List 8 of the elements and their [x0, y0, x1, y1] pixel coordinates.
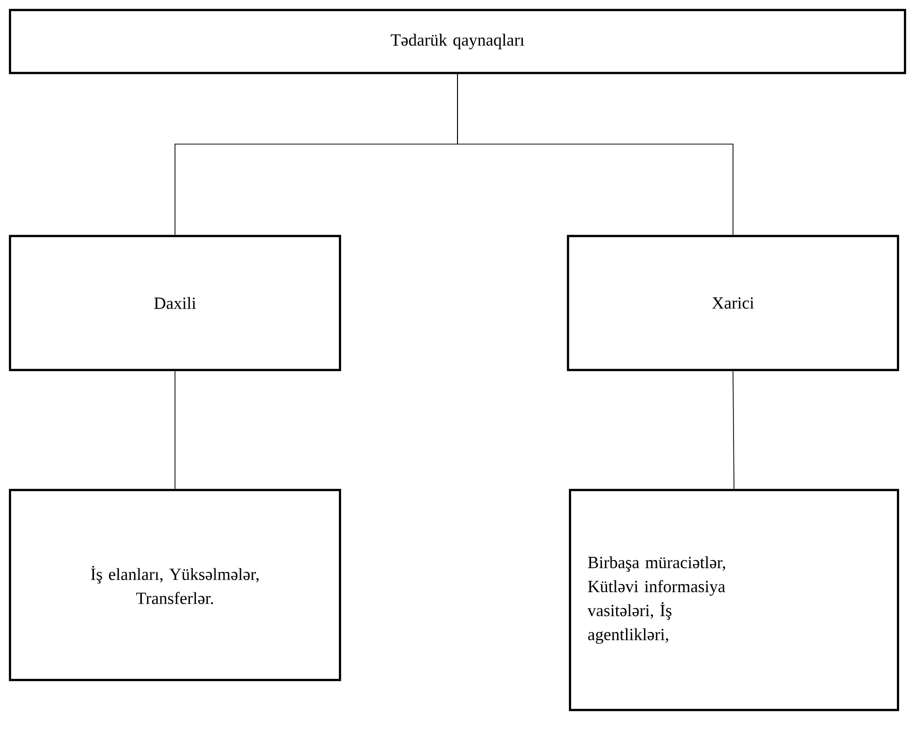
- root-box: Tədarük qaynaqları: [8, 8, 906, 74]
- connector-line: [174, 370, 176, 490]
- connector-line: [732, 370, 734, 490]
- category-box: Daxili: [8, 234, 342, 372]
- connector-line: [457, 74, 734, 236]
- list-box: Birbaşa müraciətlər, Kütləvi informasiya vasitələri, İş agentlikləri,: [568, 488, 900, 712]
- category-box: Xarici: [566, 234, 900, 372]
- list-box: İş elanları, Yüksəlmələr, Transferlər.: [8, 488, 342, 682]
